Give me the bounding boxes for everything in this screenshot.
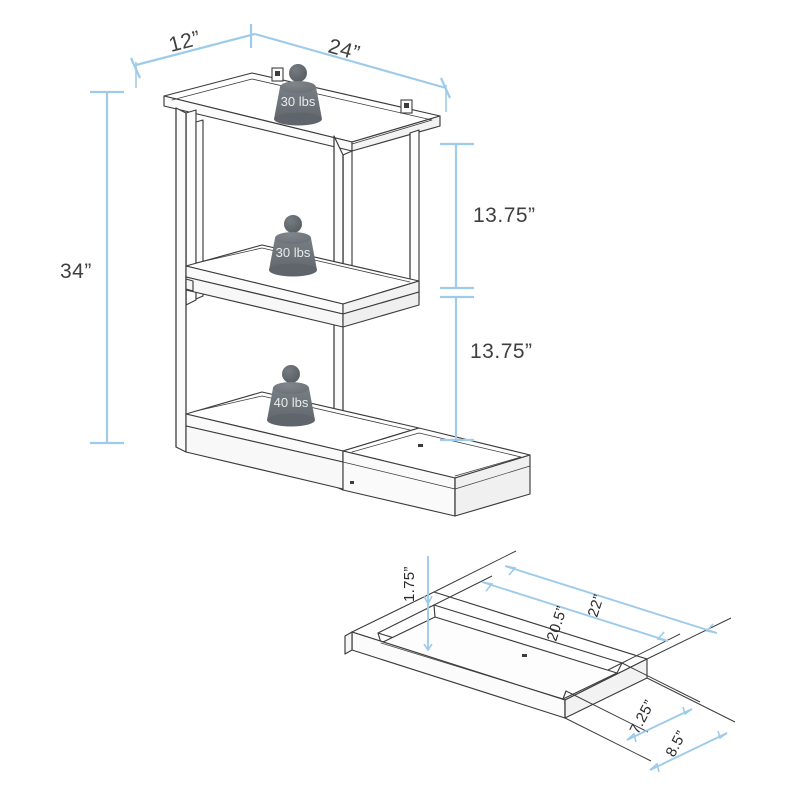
dim-label-drawer-inner-width: 7.25” [627, 697, 659, 737]
weight-middle-shelf-label: 30 lbs [276, 245, 311, 260]
dim-line-gap-lower [440, 295, 474, 442]
dim-line-drawer-inner-width [626, 706, 693, 743]
dim-line-drawer-outer-length [504, 565, 718, 634]
dim-label-gap-upper: 13.75” [473, 204, 536, 227]
drawer-dimension-lines [423, 556, 728, 773]
dim-line-height-34 [90, 90, 124, 445]
leg-far-right [409, 129, 420, 305]
shelf-unit-linework [163, 72, 531, 517]
dim-label-gap-lower: 13.75” [470, 340, 533, 363]
weight-top-shelf: 30 lbs [274, 64, 322, 126]
hardware-marker-right [400, 99, 413, 114]
leg-front-left [175, 107, 187, 453]
hardware-marker-left [271, 67, 284, 82]
weight-middle-shelf: 30 lbs [269, 215, 317, 277]
weight-top-shelf-label: 30 lbs [281, 94, 316, 109]
dim-label-height-34: 34” [60, 260, 92, 283]
shelf-dimension-lines [90, 24, 474, 445]
dim-line-depth-12 [129, 24, 256, 88]
pullout-tray [342, 427, 531, 517]
dim-label-depth-12: 12” [166, 27, 203, 57]
drawer-extension-lines [433, 550, 736, 762]
dim-line-drawer-inner-length [481, 581, 669, 642]
dim-line-drawer-height [423, 556, 433, 652]
dim-label-width-24: 24” [326, 35, 363, 66]
dim-line-drawer-outer-width [649, 730, 728, 773]
bracket-middle-left [185, 278, 194, 292]
dim-label-drawer-outer-width: 8.5” [663, 728, 691, 760]
dim-line-width-24 [254, 32, 452, 112]
weight-bottom-shelf-label: 40 lbs [274, 395, 309, 410]
dim-line-gap-upper [440, 142, 474, 290]
dim-label-drawer-outer-length: 22” [585, 592, 608, 619]
dim-label-drawer-height: 1.75” [401, 566, 418, 602]
post-left-inner [195, 119, 204, 300]
tray-fastener-marks [350, 444, 423, 484]
weight-bottom-shelf: 40 lbs [267, 365, 315, 427]
